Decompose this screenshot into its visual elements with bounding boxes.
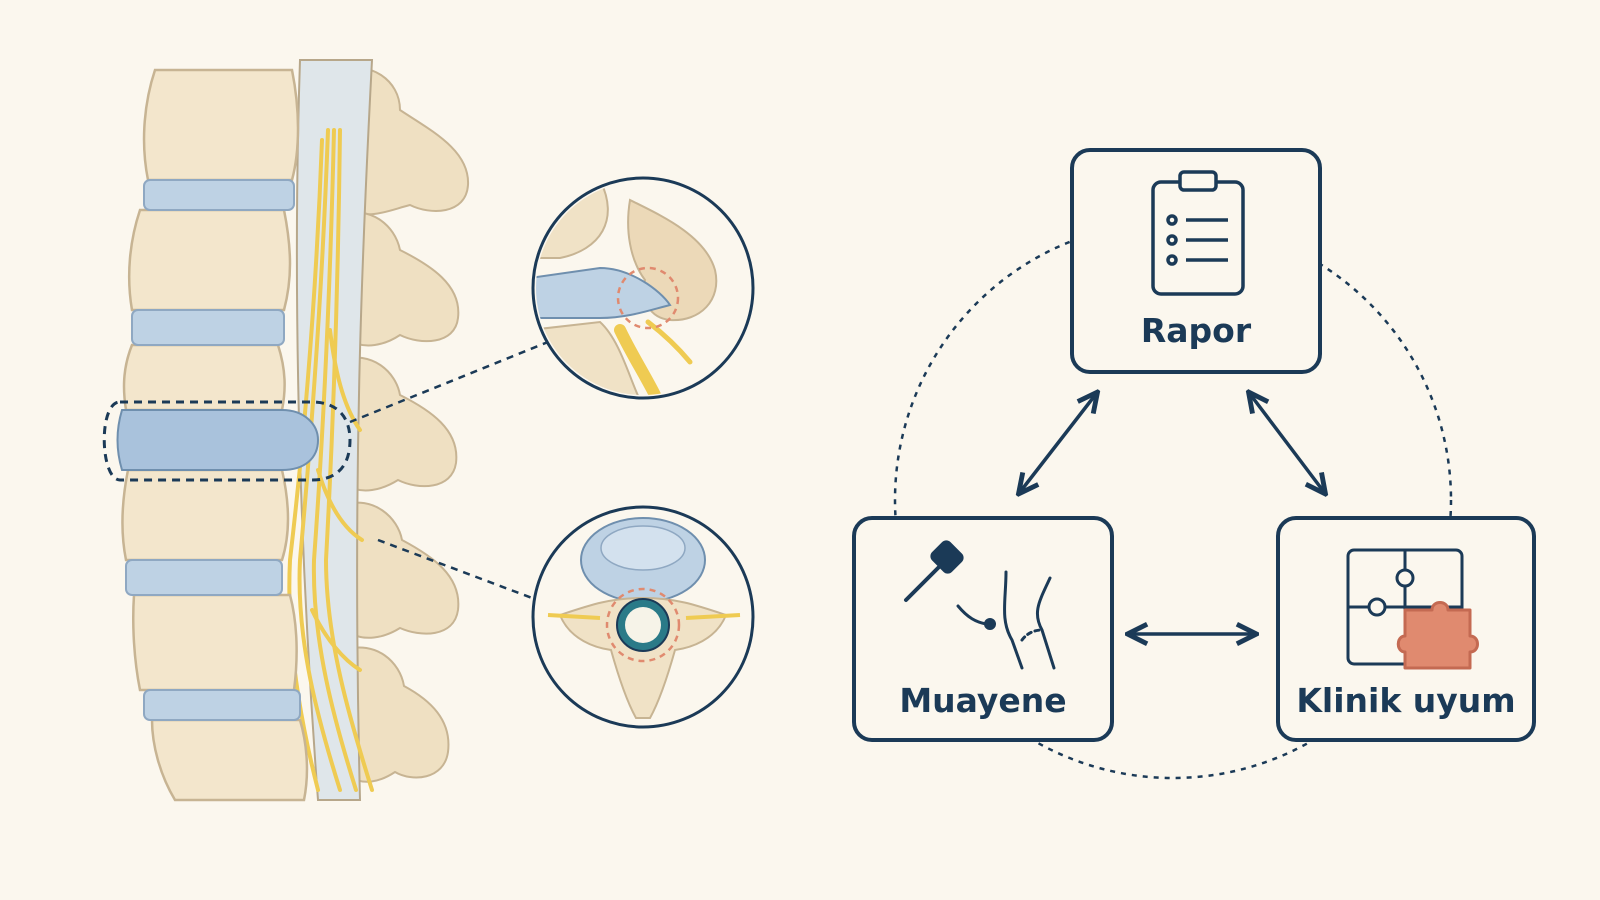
exam-label: Muayene xyxy=(899,681,1066,720)
arrow-report-exam xyxy=(1020,394,1096,492)
exam-card: Muayene xyxy=(852,516,1114,742)
vertebral-bodies xyxy=(121,68,309,802)
herniated-disc-sagittal-zoom-icon xyxy=(531,176,755,400)
clipboard-icon xyxy=(1151,170,1245,296)
report-label: Rapor xyxy=(1141,311,1252,350)
herniated-disc xyxy=(116,409,320,471)
clinical-fit-label: Klinik uyum xyxy=(1296,681,1515,720)
report-card: Rapor xyxy=(1070,148,1322,374)
knee-leg-icon xyxy=(1003,570,1056,670)
spinous-processes xyxy=(336,66,470,783)
clinical-fit-card: Klinik uyum xyxy=(1276,516,1536,742)
puzzle-icon xyxy=(1346,548,1479,670)
arrow-report-fit xyxy=(1250,394,1324,492)
lumbar-spine-illustration xyxy=(102,59,549,802)
reflex-hammer-icon xyxy=(904,540,996,630)
spinal-canal-axial-zoom-icon xyxy=(531,505,755,729)
clinical-correlation-diagram: Rapor Muayene xyxy=(852,148,1536,780)
intervertebral-discs xyxy=(116,179,320,721)
callout-leader-top xyxy=(349,340,549,424)
callout-leader-bottom xyxy=(377,538,549,606)
